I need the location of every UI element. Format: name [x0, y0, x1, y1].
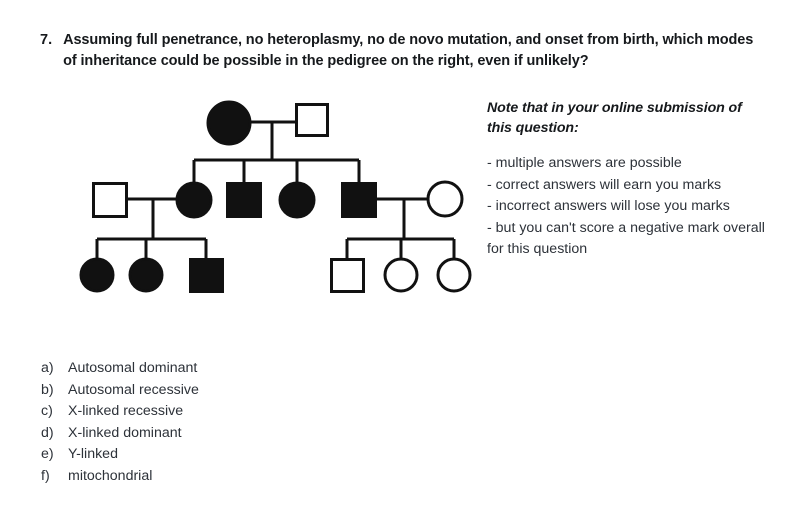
note-line: - but you can't score a negative mark ov… [487, 219, 769, 258]
option-row-a[interactable]: a) Autosomal dominant [41, 358, 381, 380]
pedigree-symbol-iii-4-male-unaffected [330, 258, 365, 293]
pedigree-symbol-iii-5-female-unaffected [383, 257, 419, 293]
pedigree-symbol-ii-4-female-affected [278, 181, 316, 219]
option-label: X-linked dominant [68, 424, 182, 441]
pedigree-symbol-ii-6-female-unaffected [426, 180, 464, 218]
note-line: - multiple answers are possible [487, 155, 682, 171]
answer-options-list: a) Autosomal dominant b) Autosomal reces… [41, 358, 381, 487]
option-row-d[interactable]: d) X-linked dominant [41, 423, 381, 445]
option-label: Autosomal dominant [68, 360, 198, 376]
question-text: Assuming full penetrance, no heteroplasm… [63, 32, 754, 69]
option-label: X-linked recessive [68, 403, 184, 419]
option-row-b[interactable]: b) Autosomal recessive [41, 380, 381, 402]
question-number: 7. [40, 32, 53, 48]
option-key: e) [41, 446, 54, 462]
pedigree-symbol-ii-1-male-unaffected [92, 182, 128, 218]
option-key: b) [41, 381, 54, 398]
note-line: - incorrect answers will lose you marks [487, 198, 730, 214]
pedigree-symbol-iii-2-female-affected [128, 257, 164, 293]
pedigree-symbol-ii-5-male-affected [341, 182, 377, 218]
option-row-c[interactable]: c) X-linked recessive [41, 401, 381, 423]
note-list: - multiple answers are possible - correc… [487, 153, 767, 261]
option-row-e[interactable]: e) Y-linked [41, 444, 381, 466]
option-key: c) [41, 403, 53, 419]
pedigree-symbol-i-2-male-unaffected [295, 103, 329, 137]
pedigree-symbol-iii-3-male-affected [189, 258, 224, 293]
note-heading: Note that in your online submission of t… [487, 100, 742, 136]
option-row-f[interactable]: f) mitochondrial [41, 466, 381, 488]
option-label: Autosomal recessive [68, 381, 199, 398]
option-key: f) [41, 467, 50, 484]
pedigree-symbol-iii-6-female-unaffected [436, 257, 472, 293]
pedigree-symbol-i-1-female-affected [206, 100, 252, 146]
option-label: Y-linked [68, 446, 118, 462]
question-block: 7. Assuming full penetrance, no heteropl… [40, 30, 755, 72]
option-key: d) [41, 424, 54, 441]
pedigree-symbol-ii-2-female-affected [175, 181, 213, 219]
pedigree-symbol-ii-3-male-affected [226, 182, 262, 218]
option-key: a) [41, 360, 54, 376]
note-block: Note that in your online submission of t… [487, 99, 767, 261]
pedigree-symbol-iii-1-female-affected [79, 257, 115, 293]
note-line: - correct answers will earn you marks [487, 176, 722, 193]
option-label: mitochondrial [68, 467, 153, 484]
